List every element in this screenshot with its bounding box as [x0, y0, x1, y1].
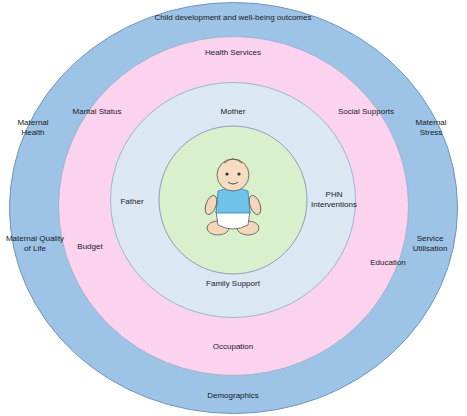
factor-label: Service Utilisation [404, 234, 456, 253]
factor-label: Family Support [198, 279, 268, 289]
factor-label: Maternal Quality of Life [4, 234, 66, 253]
factor-label: Marital Status [62, 107, 132, 117]
factor-label: Budget [65, 242, 115, 252]
ring-band: MotherFather PHN InterventionsFamily Supp… [58, 36, 409, 376]
factor-label: Social Supports [331, 107, 401, 117]
factor-label: PHN Interventions [308, 190, 360, 209]
factor-label: Education [361, 258, 416, 268]
factor-label: Mother [208, 107, 258, 117]
factor-label: Father [112, 197, 152, 207]
factor-label: Demographics [193, 391, 273, 401]
outcome-heading: Child development and well-being outcome… [123, 13, 343, 23]
factor-label: Health Services [193, 48, 273, 58]
factor-label: Maternal Health [11, 118, 55, 137]
factor-label: Occupation [203, 342, 263, 352]
ring-band: MotherFatherPHN InterventionsFamily Supp… [110, 82, 356, 318]
baby-illustration [158, 125, 308, 275]
ring-band: MotherFather PHN InterventionsFamily Supp… [9, 2, 458, 414]
factor-label: Maternal Stress [409, 118, 453, 137]
